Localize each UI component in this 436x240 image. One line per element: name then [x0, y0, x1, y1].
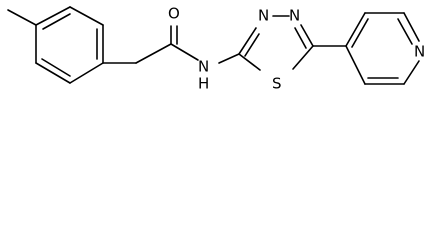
bond-ring2-d [238, 53, 261, 71]
bond-ring3-a-double [351, 18, 369, 48]
bond-ring2-a-double [244, 33, 260, 57]
bond-ring3-d [403, 60, 420, 85]
atom-pyridine-nitrogen: N [414, 43, 425, 61]
atom-sulfur: S [272, 75, 282, 93]
bond-ring3-a [345, 12, 366, 47]
bond-ring1-b [69, 6, 104, 26]
atom-amide-nitrogen: N [198, 58, 209, 76]
atom-thiadiazole-n3: N [258, 7, 269, 25]
bond-ch2-b [135, 43, 172, 64]
bond-ring3-c [403, 12, 420, 42]
bond-amide [170, 43, 199, 61]
atom-amide-hydrogen: H [198, 75, 209, 93]
bond-ring1-e [35, 62, 71, 84]
bond-ring1-double-1 [42, 13, 71, 30]
bond-ring2-c [292, 45, 314, 70]
bond-ring3-c-double [397, 18, 413, 45]
bond-ring2-b-double [294, 27, 307, 49]
bond-methyl [7, 9, 37, 26]
structure-svg: O N H N N S N [7, 5, 425, 93]
atom-oxygen: O [168, 5, 180, 23]
atom-thiadiazole-n4: N [289, 7, 300, 25]
bond-ring2-a [238, 27, 257, 55]
bond-ring1-a [35, 6, 71, 26]
bond-ring3-f [345, 45, 366, 85]
bond-ring2-b [300, 24, 314, 47]
molecule-diagram: O N H N N S N [0, 0, 436, 104]
bond-ring1-d [69, 62, 104, 84]
bond-n-ring [218, 53, 240, 64]
bond-ring1-double-3 [41, 58, 71, 77]
